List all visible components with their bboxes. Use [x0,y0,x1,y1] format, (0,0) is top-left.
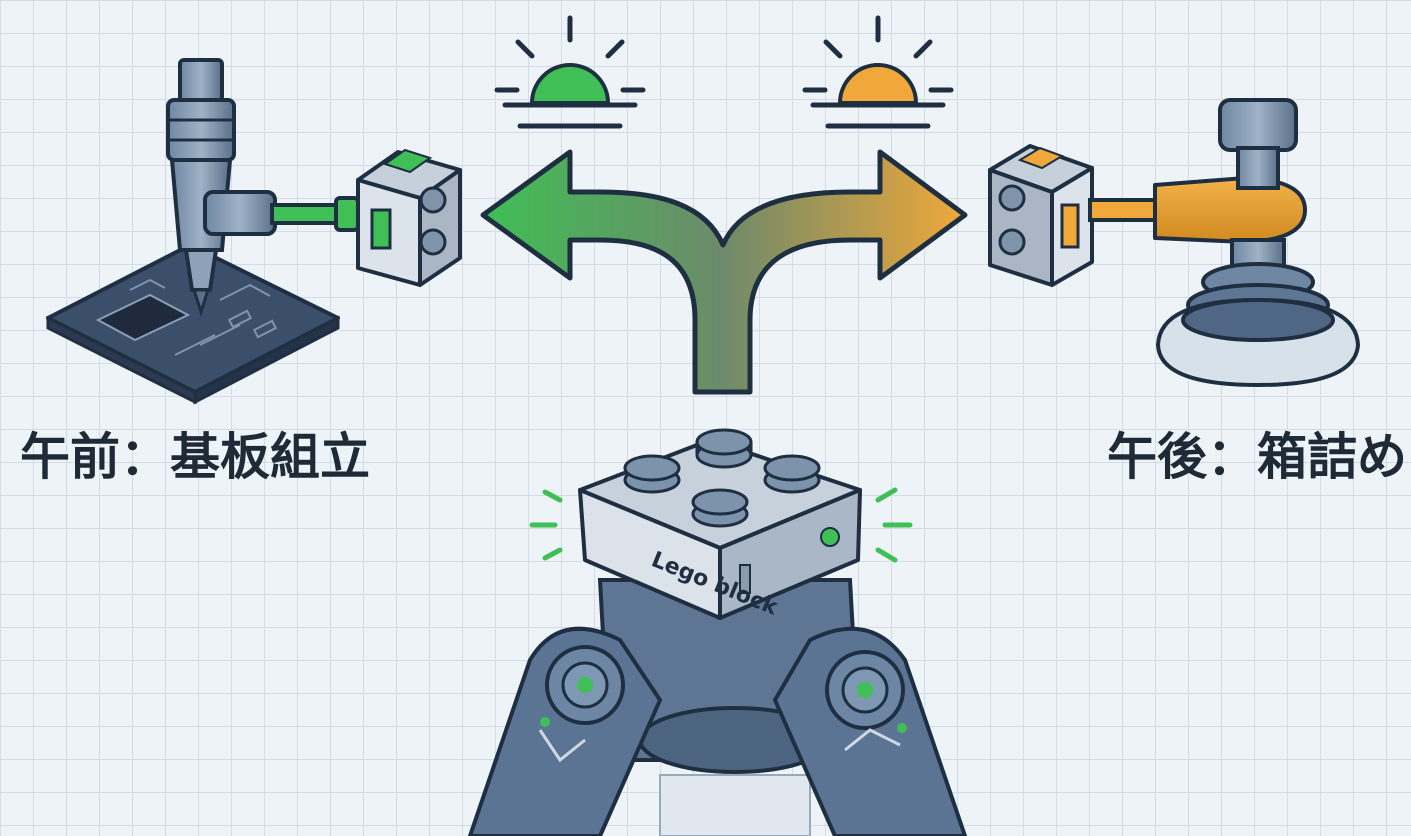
robot-arm-icon [467,578,968,836]
lego-block-module-icon: Lego block [529,428,913,621]
afternoon-task-label: 午後：箱詰め [1107,428,1407,486]
sunset-icon [802,15,954,129]
suction-gripper-icon [988,98,1361,388]
sunrise-icon [494,15,646,129]
split-arrow [480,149,968,395]
pcb-assembly-tool-icon [46,58,462,405]
morning-task-label: 午前：基板組立 [20,428,370,486]
